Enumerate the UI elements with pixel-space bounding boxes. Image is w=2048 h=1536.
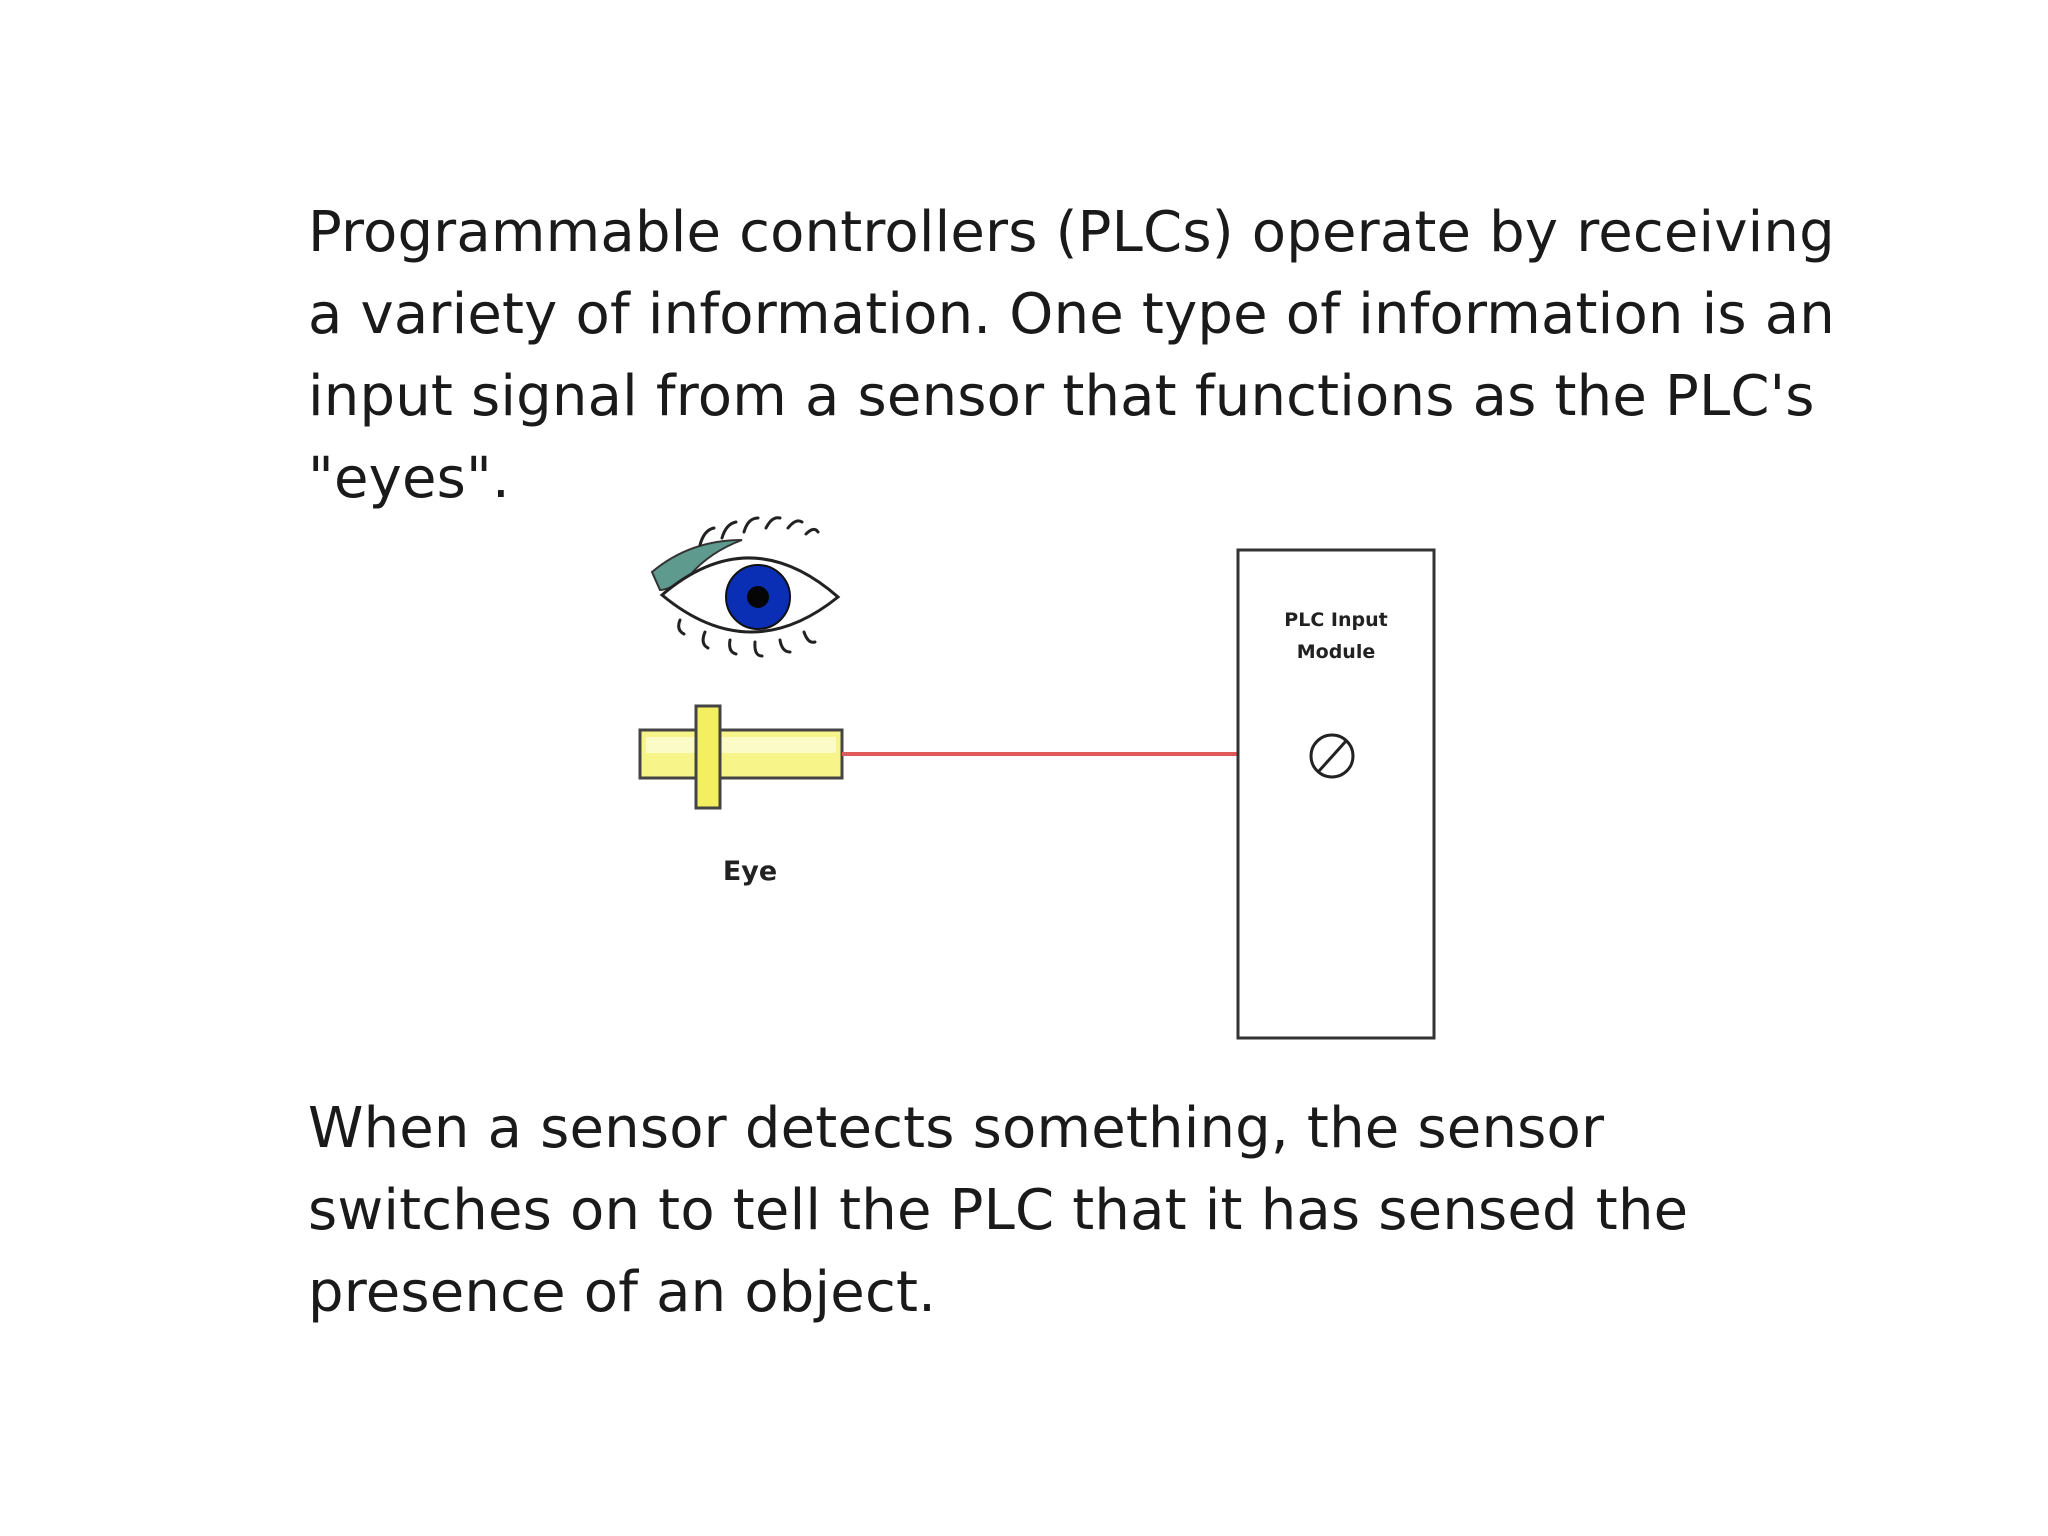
module-label-line1: PLC Input xyxy=(1284,609,1387,631)
intro-line: Programmable controllers (PLCs) operate … xyxy=(308,200,1835,265)
outro-line: When a sensor detects something, the sen… xyxy=(308,1096,1605,1161)
intro-line: "eyes". xyxy=(308,446,510,511)
intro-paragraph: Programmable controllers (PLCs) operate … xyxy=(308,192,1835,520)
outro-line: presence of an object. xyxy=(308,1260,937,1325)
proximity-sensor-icon xyxy=(638,704,844,810)
sensor-label: Eye xyxy=(723,856,777,887)
outro-line: switches on to tell the PLC that it has … xyxy=(308,1178,1689,1243)
intro-line: input signal from a sensor that function… xyxy=(308,364,1815,429)
eye-icon xyxy=(650,516,841,658)
intro-line: a variety of information. One type of in… xyxy=(308,282,1835,347)
outro-paragraph: When a sensor detects something, the sen… xyxy=(308,1088,1688,1334)
plc-input-module xyxy=(1236,548,1436,1040)
terminal-screw-icon xyxy=(1309,733,1355,779)
module-label-line2: Module xyxy=(1297,641,1376,663)
